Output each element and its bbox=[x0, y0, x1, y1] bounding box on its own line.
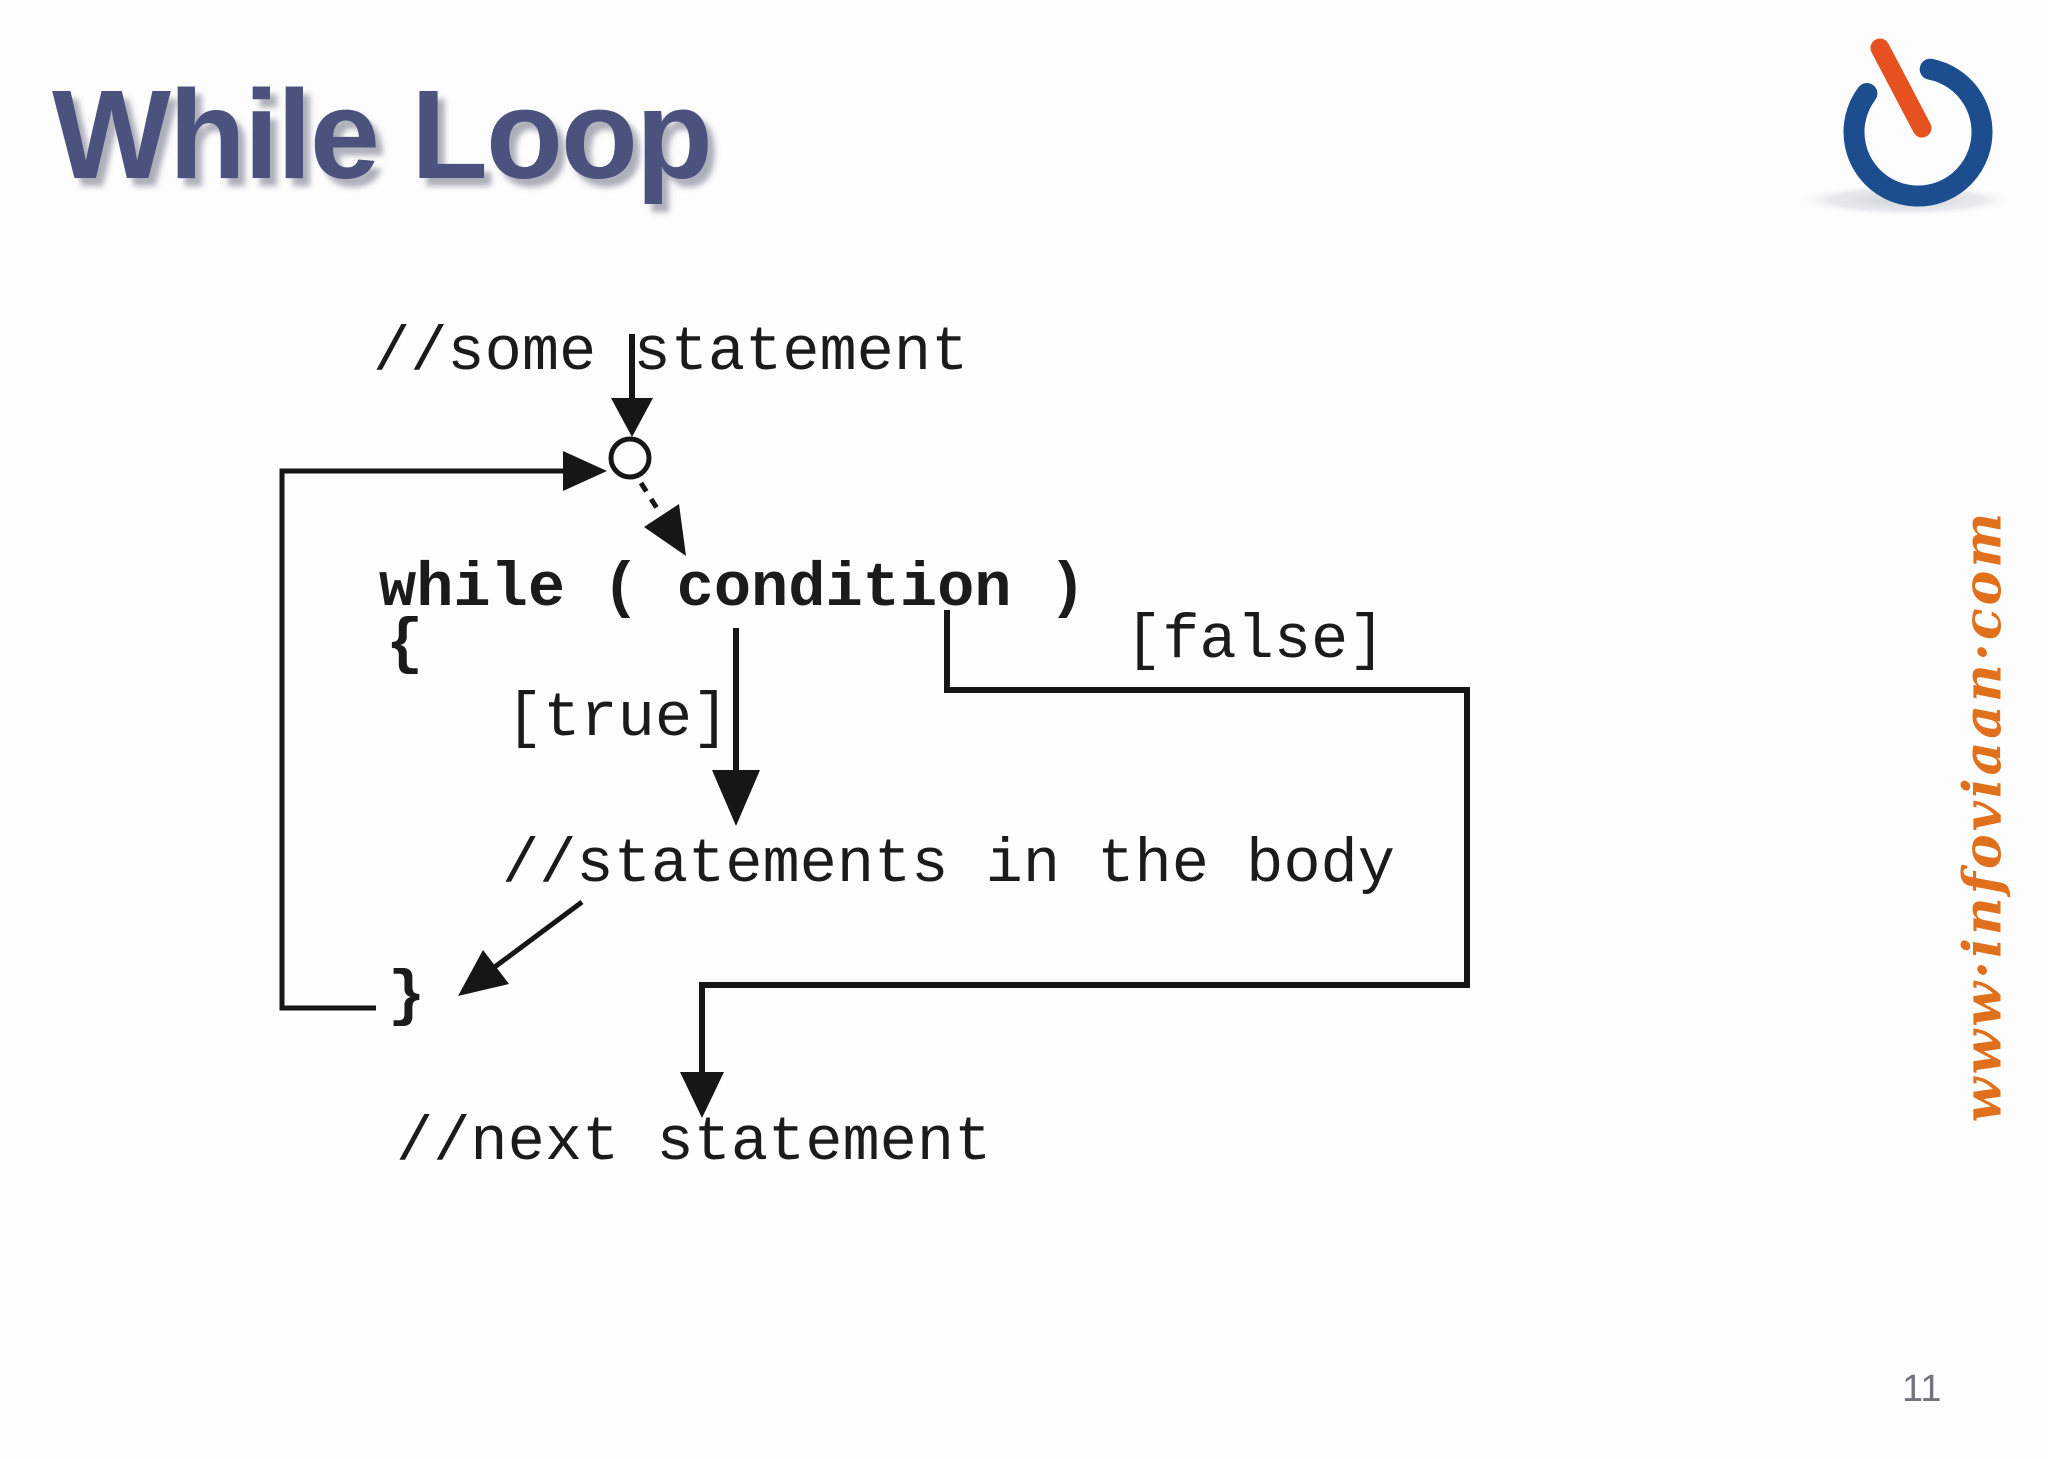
junction-to-while-connector bbox=[638, 481, 686, 556]
entry-arrowhead-down-icon bbox=[611, 398, 653, 437]
loop-arrowhead-right-icon bbox=[563, 451, 607, 491]
comment-next-statement: //next statement bbox=[396, 1107, 992, 1178]
slide-title: While Loop bbox=[52, 64, 713, 205]
logo bbox=[1790, 28, 2020, 218]
true-arrowhead-down-icon bbox=[712, 770, 760, 826]
guard-true-label: [true] bbox=[506, 683, 730, 754]
comment-some-statement: //some statement bbox=[373, 317, 969, 388]
comment-body-statements: //statements in the body bbox=[502, 829, 1395, 900]
dashed-line bbox=[638, 481, 663, 515]
next-arrowhead-down-icon bbox=[680, 1072, 724, 1118]
code-while-condition: while ( condition ) bbox=[379, 553, 1086, 624]
true-branch-connector bbox=[712, 628, 760, 826]
power-bar bbox=[1870, 38, 1932, 138]
loop-back-line bbox=[279, 468, 566, 1011]
power-icon bbox=[1796, 38, 2016, 216]
code-close-brace: } bbox=[388, 961, 426, 1032]
junction-circle bbox=[608, 436, 652, 480]
power-ring bbox=[1843, 58, 1993, 207]
false-line bbox=[699, 610, 1470, 1074]
brace-arrowhead-icon bbox=[458, 950, 509, 996]
false-branch-connector bbox=[680, 610, 1470, 1118]
dashed-arrowhead-icon bbox=[644, 504, 686, 556]
body-to-brace-connector bbox=[458, 899, 584, 996]
code-open-brace: { bbox=[386, 609, 424, 680]
watermark-text: www·infoviaan·com bbox=[1952, 509, 2014, 1123]
body-line bbox=[490, 899, 584, 972]
page-number: 11 bbox=[1902, 1368, 1942, 1410]
entry-connector bbox=[611, 334, 653, 437]
loop-back-connector bbox=[279, 451, 607, 1011]
guard-false-label: [false] bbox=[1125, 605, 1386, 676]
